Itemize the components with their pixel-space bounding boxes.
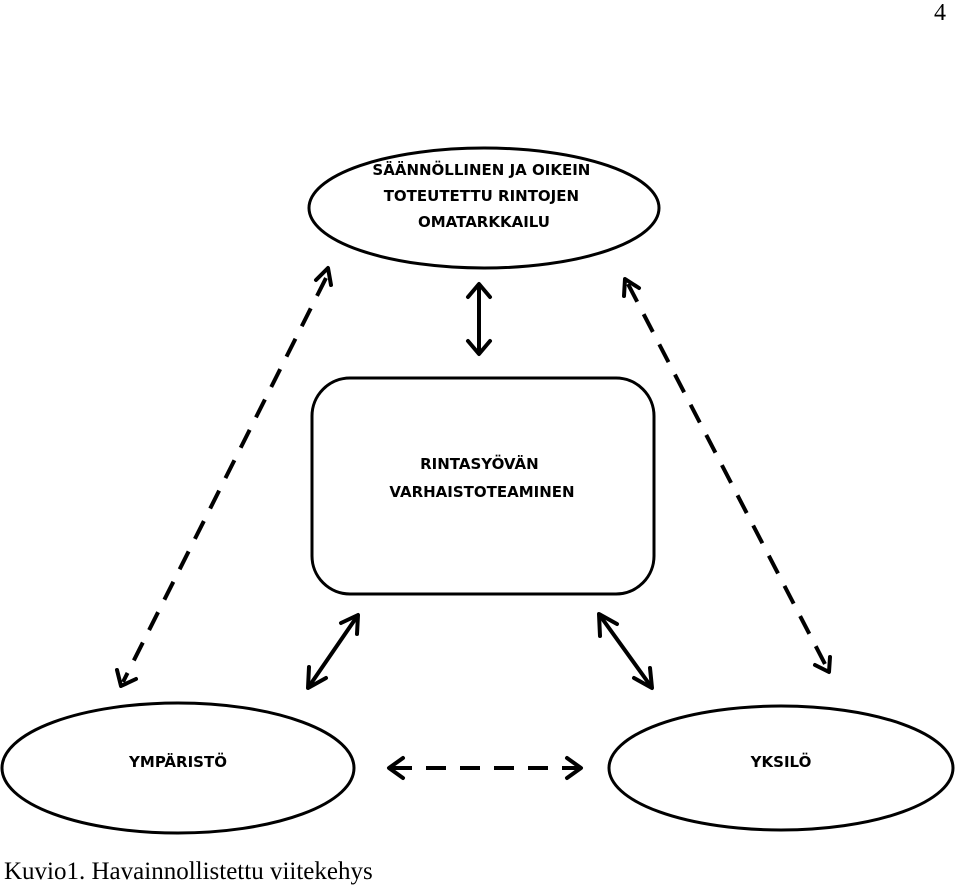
left-node-label: YMPÄRISTÖ: [128, 752, 227, 771]
arrow-center-right: [597, 612, 654, 690]
dashed-arrow-top-right: [622, 277, 832, 674]
caption-label: Kuvio1.: [4, 858, 86, 885]
top-node-line-2: TOTEUTETTU RINTOJEN: [384, 187, 579, 205]
center-node-label: RINTASYÖVÄN VARHAISTOTEAMINEN: [389, 454, 574, 501]
caption-text: Havainnollistettu viitekehys: [91, 858, 373, 885]
center-box: [310, 376, 656, 596]
left-ellipse: [0, 701, 356, 835]
right-ellipse: [607, 704, 955, 832]
center-node-line-2: VARHAISTOTEAMINEN: [389, 483, 574, 501]
top-node-line-3: OMATARKKAILU: [418, 213, 550, 231]
arrow-top-center: [466, 282, 492, 356]
dashed-arrow-top-left: [115, 266, 333, 688]
page-number: 4: [934, 0, 946, 26]
arrow-center-left: [306, 613, 360, 690]
figure-caption: Kuvio1. Havainnollistettu viitekehys: [4, 858, 373, 886]
top-node-label: SÄÄNNÖLLINEN JA OIKEIN TOTEUTETTU RINTOJ…: [372, 160, 595, 231]
dashed-arrow-left-right: [387, 756, 583, 780]
top-node-line-1: SÄÄNNÖLLINEN JA OIKEIN: [372, 160, 590, 179]
right-node-label: YKSILÖ: [750, 752, 812, 771]
top-ellipse: [307, 146, 661, 270]
center-node-line-1: RINTASYÖVÄN: [420, 454, 539, 473]
